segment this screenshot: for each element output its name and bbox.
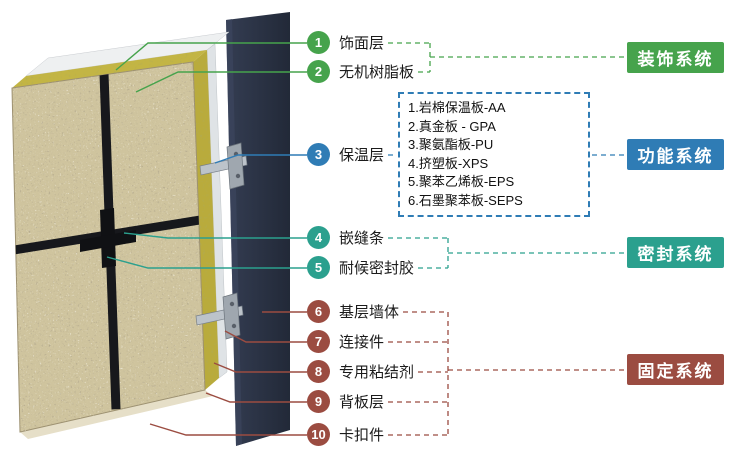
callout-item-5: 5 耐候密封胶 [307,256,414,279]
callout-label: 连接件 [339,334,385,351]
callout-number: 1 [307,31,330,54]
callout-number: 5 [307,256,330,279]
connector-bracket-lower [195,292,244,340]
callout-number: 10 [307,423,330,446]
insulation-top-face [12,50,207,88]
callout-label: 饰面层 [339,35,385,52]
callout-number: 6 [307,300,330,323]
insulation-option: 2.真金板 - GPA [408,118,496,134]
callout-label: 耐候密封胶 [339,260,415,277]
panel-bottom-edge [20,390,213,439]
insulation-layer-edge [193,50,219,390]
insulation-option: 5.聚苯乙烯板-EPS [408,174,515,189]
callout-number: 7 [307,330,330,353]
system-badge-function: 功能系统 [627,139,724,170]
callout-label: 无机树脂板 [339,64,415,81]
system-badge-decoration: 装饰系统 [627,42,724,73]
callout-item-3: 3 保温层 [307,143,384,166]
callout-label: 基层墙体 [339,304,400,321]
callout-number: 3 [307,143,330,166]
callout-label: 保温层 [339,147,385,164]
panel-joints [14,73,200,410]
callout-item-9: 9 背板层 [307,390,384,413]
callout-number: 2 [307,60,330,83]
insulation-option: 4.挤塑板-XPS [408,155,489,171]
callout-item-7: 7 连接件 [307,330,384,353]
callout-item-1: 1 饰面层 [307,31,384,54]
leader-lines [106,42,307,436]
base-wall-layer [226,12,290,446]
callout-item-6: 6 基层墙体 [307,300,399,323]
callout-item-4: 4 嵌缝条 [307,226,384,249]
insulation-option: 6.石墨聚苯板-SEPS [408,192,523,208]
callout-label: 背板层 [339,394,385,411]
callout-item-2: 2 无机树脂板 [307,60,414,83]
insulation-option: 1.岩棉保温板-AA [408,100,506,115]
insulation-types-box: 1.岩棉保温板-AA 2.真金板 - GPA 3.聚氨酯板-PU 4.挤塑板-X… [398,92,590,217]
callout-number: 8 [307,360,330,383]
callout-item-10: 10 卡扣件 [307,423,384,446]
callout-item-8: 8 专用粘结剂 [307,360,414,383]
callout-label: 卡扣件 [339,427,385,444]
system-brackets [388,42,625,436]
callout-number: 9 [307,390,330,413]
system-badge-fixing: 固定系统 [627,354,724,385]
system-badge-sealing: 密封系统 [627,237,724,268]
callout-label: 专用粘结剂 [339,364,415,381]
callout-number: 4 [307,226,330,249]
insulation-option: 3.聚氨酯板-PU [408,137,494,152]
callout-label: 嵌缝条 [339,230,385,247]
